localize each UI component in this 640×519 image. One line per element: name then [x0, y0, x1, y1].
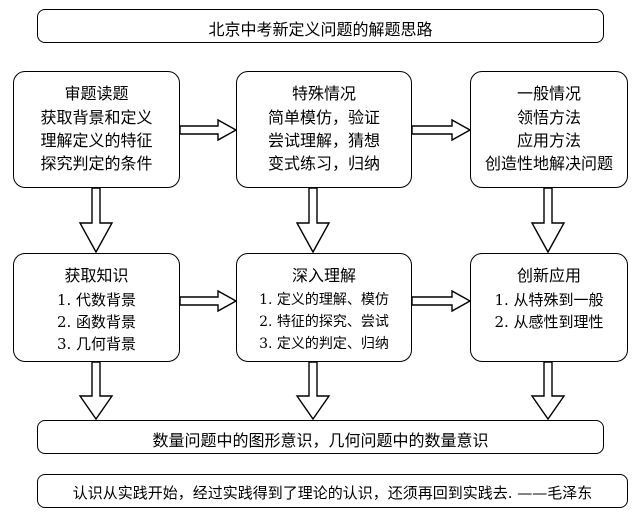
step-heading: 一般情况 [516, 84, 581, 103]
step-line: 创造性地解决问题 [484, 154, 613, 173]
arrow-down-2 [295, 187, 331, 254]
step-heading: 获取知识 [64, 266, 129, 285]
step-line: 3. 几何背景 [56, 335, 137, 353]
step-box-innovate: 创新应用 1. 从特殊到一般 2. 从感性到理性 [470, 253, 628, 362]
step-line: 尝试理解，猜想 [267, 131, 380, 150]
diagram-title: 北京中考新定义问题的解题思路 [208, 20, 433, 39]
step-lines: 获取背景和定义 理解定义的特征 探究判定的条件 [14, 106, 179, 175]
step-line: 简单模仿，验证 [267, 108, 380, 127]
step-heading: 审题读题 [64, 84, 129, 103]
step-lines: 1. 代数背景 2. 函数背景 3. 几何背景 [14, 289, 179, 355]
step-lines: 简单模仿，验证 尝试理解，猜想 变式练习，归纳 [237, 106, 411, 175]
step-lines: 1. 从特殊到一般 2. 从感性到理性 [471, 289, 627, 333]
step-line: 理解定义的特征 [40, 131, 153, 150]
step-line: 变式练习，归纳 [267, 154, 380, 173]
quote-text: 认识从实践开始，经过实践得到了理论的认识，还须再回到实践去. ——毛泽东 [72, 484, 593, 502]
step-box-general: 一般情况 领悟方法 应用方法 创造性地解决问题 [470, 71, 628, 188]
arrow-down-1 [78, 187, 114, 254]
step-box-knowledge: 获取知识 1. 代数背景 2. 函数背景 3. 几何背景 [13, 253, 180, 362]
step-line: 2. 特征的探究、尝试 [259, 314, 389, 330]
arrow-right-2 [411, 118, 472, 142]
step-line: 获取背景和定义 [40, 108, 153, 127]
step-line: 探究判定的条件 [40, 154, 153, 173]
arrow-down-5 [295, 361, 331, 421]
arrow-right-3 [179, 289, 238, 313]
step-line: 1. 代数背景 [56, 291, 137, 309]
step-line: 应用方法 [516, 131, 581, 150]
step-line: 1. 定义的理解、模仿 [259, 292, 389, 308]
step-line: 2. 从感性到理性 [494, 313, 604, 331]
arrow-down-4 [78, 361, 114, 421]
step-box-special: 特殊情况 简单模仿，验证 尝试理解，猜想 变式练习，归纳 [236, 71, 412, 188]
summary-text: 数量问题中的图形意识，几何问题中的数量意识 [152, 431, 489, 450]
step-heading: 特殊情况 [291, 84, 356, 103]
step-line: 3. 定义的判定、归纳 [259, 336, 389, 352]
step-box-review: 审题读题 获取背景和定义 理解定义的特征 探究判定的条件 [13, 71, 180, 188]
step-lines: 1. 定义的理解、模仿 2. 特征的探究、尝试 3. 定义的判定、归纳 [237, 289, 411, 355]
summary-box: 数量问题中的图形意识，几何问题中的数量意识 [37, 420, 604, 454]
step-heading: 创新应用 [516, 266, 581, 285]
step-lines: 领悟方法 应用方法 创造性地解决问题 [471, 106, 627, 175]
quote-box: 认识从实践开始，经过实践得到了理论的认识，还须再回到实践去. ——毛泽东 [37, 474, 628, 508]
step-heading: 深入理解 [291, 266, 356, 285]
arrow-right-4 [411, 289, 472, 313]
arrow-down-6 [530, 361, 566, 421]
diagram-title-box: 北京中考新定义问题的解题思路 [37, 9, 604, 43]
step-line: 2. 函数背景 [56, 313, 137, 331]
step-line: 1. 从特殊到一般 [494, 291, 604, 309]
step-box-understand: 深入理解 1. 定义的理解、模仿 2. 特征的探究、尝试 3. 定义的判定、归纳 [236, 253, 412, 362]
arrow-down-3 [530, 187, 566, 254]
step-line: 领悟方法 [516, 108, 581, 127]
arrow-right-1 [179, 118, 238, 142]
